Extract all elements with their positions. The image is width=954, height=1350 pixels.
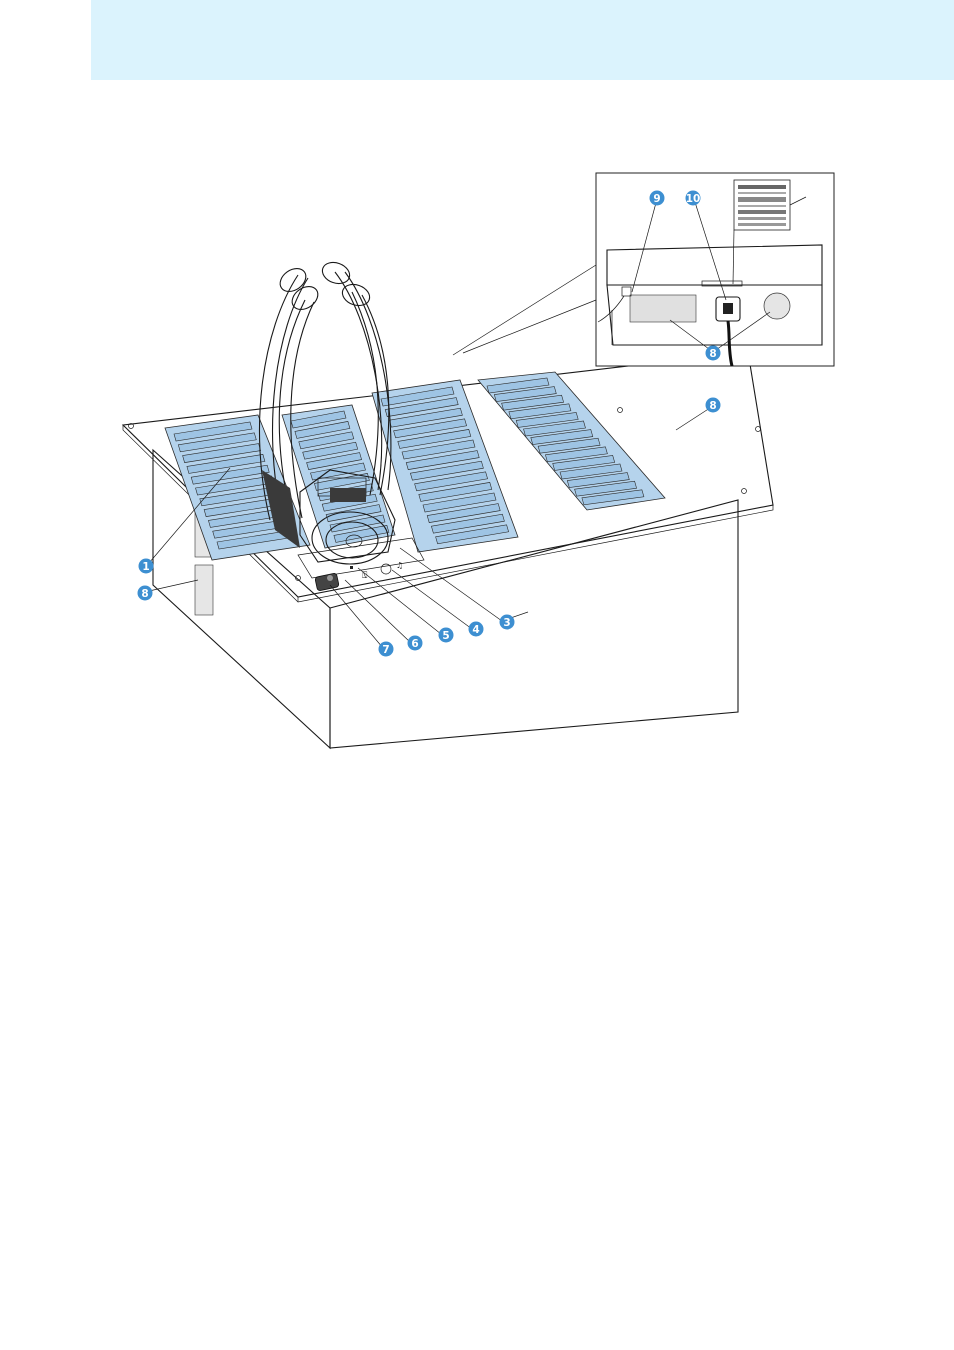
- svg-text:5: 5: [442, 630, 449, 642]
- svg-text:8: 8: [709, 400, 716, 412]
- svg-text:4: 4: [472, 624, 479, 636]
- callout-7: 7: [379, 642, 394, 657]
- svg-text:8: 8: [709, 348, 716, 360]
- callout-5: 5: [439, 628, 454, 643]
- control-panel: ⍂ ♫: [298, 538, 424, 591]
- svg-text:3: 3: [503, 617, 510, 629]
- callout-1: 1: [139, 559, 154, 574]
- vent-grille-rear: [630, 295, 696, 322]
- svg-text:8: 8: [141, 588, 148, 600]
- callout-8-inset: 8: [706, 346, 721, 361]
- callout-8-right: 8: [706, 398, 721, 413]
- rear-view-inset: [453, 173, 834, 366]
- svg-text:⍂: ⍂: [362, 571, 368, 581]
- svg-text:10: 10: [686, 193, 701, 205]
- callout-4: 4: [469, 622, 484, 637]
- callout-8-left: 8: [138, 586, 153, 601]
- svg-text:6: 6: [411, 638, 418, 650]
- callout-9: 9: [650, 191, 665, 206]
- callout-10: 10: [686, 191, 701, 206]
- svg-text:9: 9: [653, 193, 660, 205]
- callout-6: 6: [408, 636, 423, 651]
- svg-text:1: 1: [142, 561, 149, 573]
- svg-text:♫: ♫: [396, 561, 403, 570]
- svg-text:7: 7: [382, 644, 389, 656]
- callout-3: 3: [500, 615, 515, 630]
- charging-pads: [165, 372, 665, 560]
